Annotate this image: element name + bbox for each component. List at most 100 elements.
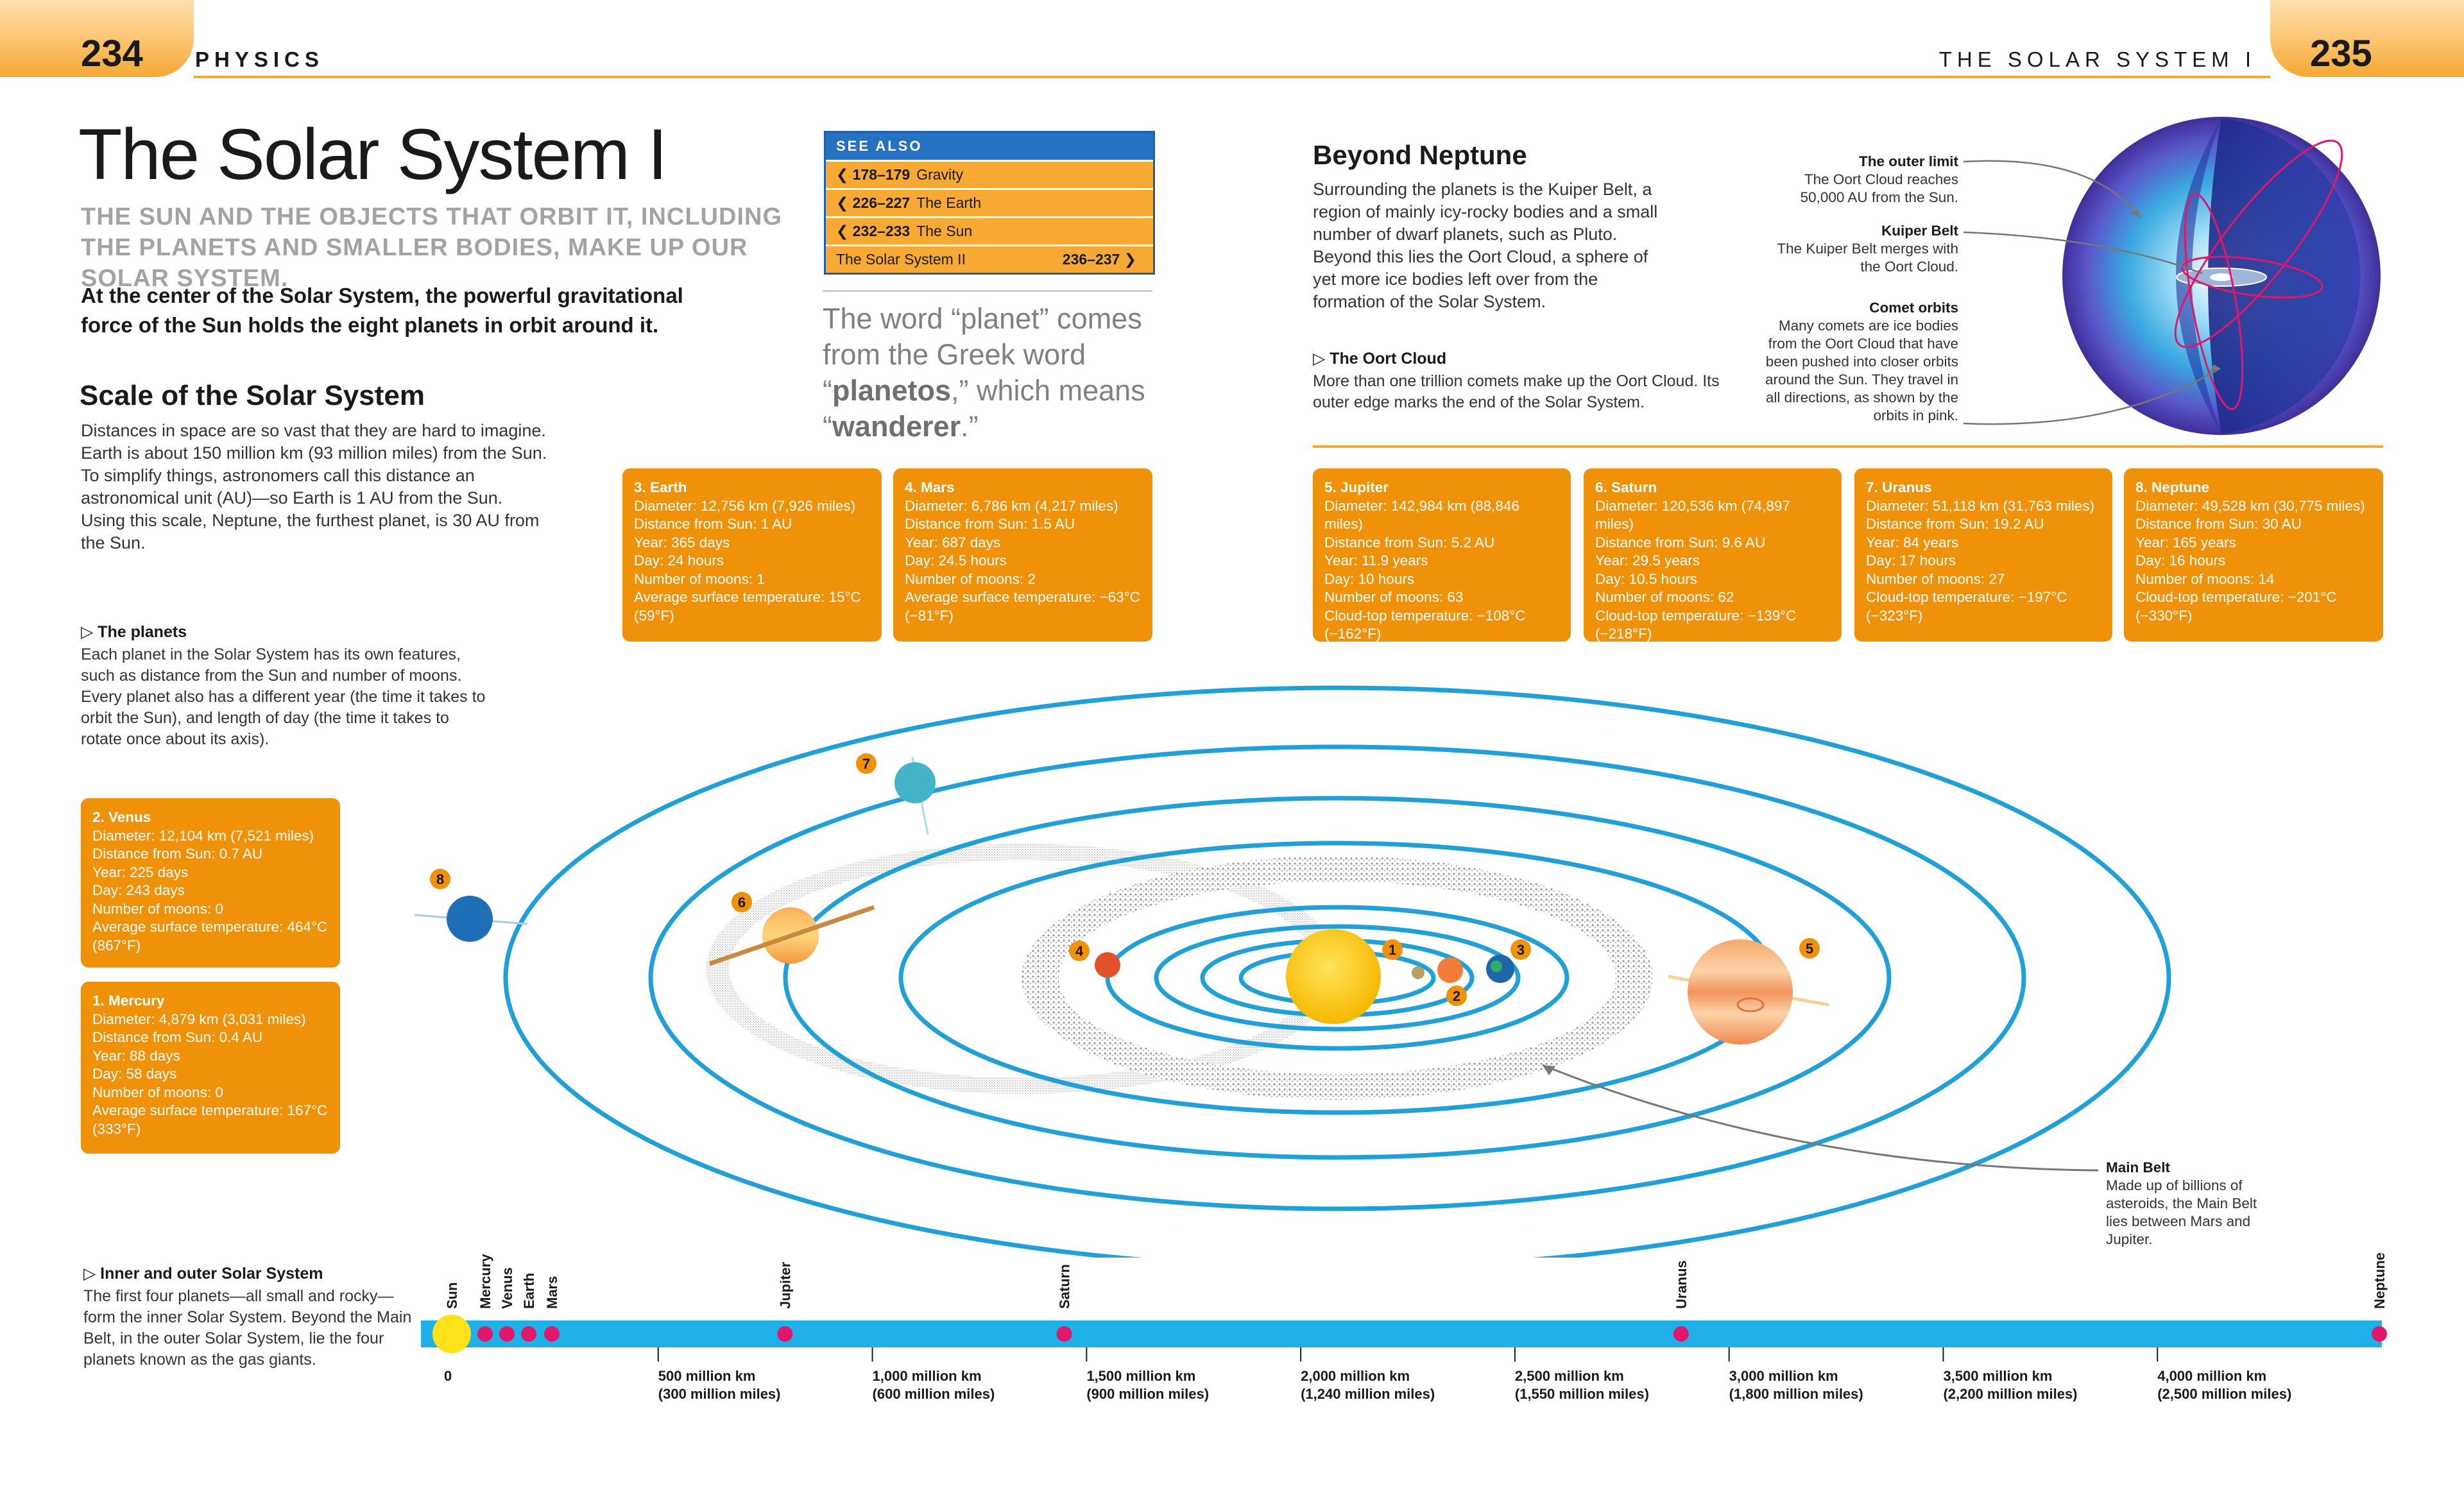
badge-label: 4 bbox=[1075, 943, 1084, 959]
planets-heading: ▷ The planets bbox=[81, 622, 187, 642]
card-line: Cloud-top temperature: −108°C bbox=[1324, 607, 1526, 624]
card-line: (−81°F) bbox=[905, 607, 954, 624]
card-line: Average surface temperature: 15°C bbox=[634, 589, 861, 605]
scale-tick-label-miles: (300 million miles) bbox=[658, 1386, 781, 1402]
triangle-icon: ▷ bbox=[1313, 350, 1330, 368]
card-line: Year: 225 days bbox=[92, 864, 189, 880]
card-line: Diameter: 4,879 km (3,031 miles) bbox=[92, 1011, 306, 1027]
card-line: Day: 58 days bbox=[92, 1066, 177, 1082]
comet-orbit bbox=[2184, 192, 2244, 411]
oort-cloud-text: More than one trillion comets make up th… bbox=[1313, 372, 1720, 411]
scale-dot-mars bbox=[544, 1326, 560, 1342]
planet-card-neptune: 8. Neptune Diameter: 49,528 km (30,775 m… bbox=[2124, 468, 2383, 642]
card-line: (867°F) bbox=[92, 937, 141, 953]
card-line: Number of moons: 14 bbox=[2135, 570, 2275, 587]
arrowhead bbox=[2130, 209, 2141, 218]
inner-outer-text: The first four planets—all small and roc… bbox=[83, 1287, 412, 1369]
card-line: Diameter: 51,118 km (31,763 miles) bbox=[1866, 497, 2094, 514]
card-line: (−162°F) bbox=[1324, 626, 1382, 642]
planet-earth-land bbox=[1491, 961, 1502, 972]
card-title: 5. Jupiter bbox=[1324, 479, 1389, 495]
card-line: Distance from Sun: 19.2 AU bbox=[1866, 516, 2044, 532]
badge-label: 6 bbox=[738, 894, 746, 910]
card-line: (−218°F) bbox=[1595, 626, 1652, 642]
scale-tick-label-miles: (1,800 million miles) bbox=[1729, 1386, 1863, 1402]
scale-text: Distances in space are so vast that they… bbox=[81, 421, 547, 552]
orbit-diagram: 1 2 3 4 5 6 7 8 bbox=[414, 685, 2171, 1258]
badge-4: 4 bbox=[1069, 941, 1090, 961]
card-line: Diameter: 142,984 km (88,846 miles) bbox=[1324, 497, 1519, 533]
scale-heading: Scale of the Solar System bbox=[80, 380, 425, 411]
annotation-text: The Kuiper Belt merges with the Oort Clo… bbox=[1777, 241, 1958, 275]
card-line: Cloud-top temperature: −197°C bbox=[1866, 589, 2067, 605]
annotation-text: Many comets are ice bodies from the Oort… bbox=[1765, 318, 1958, 423]
card-line: Day: 10.5 hours bbox=[1595, 570, 1697, 587]
saturn-orbit bbox=[783, 796, 1892, 1160]
card-title: 6. Saturn bbox=[1595, 479, 1657, 495]
page-title: The Solar System I bbox=[78, 114, 667, 194]
card-line: Number of moons: 2 bbox=[905, 570, 1036, 587]
badge-label: 2 bbox=[1453, 988, 1460, 1004]
quote-word-wanderer: wanderer bbox=[832, 410, 961, 443]
card-line: (−323°F) bbox=[1866, 607, 1923, 624]
card-line: Year: 88 days bbox=[92, 1047, 180, 1064]
oort-cloud-heading-label: The Oort Cloud bbox=[1330, 350, 1447, 368]
card-line: Number of moons: 27 bbox=[1866, 570, 2005, 587]
scale-label-saturn: Saturn bbox=[1057, 1264, 1073, 1309]
scale-tick-label-miles: (2,200 million miles) bbox=[1943, 1386, 2077, 1402]
card-line: Number of moons: 63 bbox=[1324, 589, 1464, 605]
badge-label: 7 bbox=[862, 756, 870, 772]
card-line: Cloud-top temperature: −201°C bbox=[2135, 589, 2337, 605]
planet-card-venus: 2. Venus Diameter: 12,104 km (7,521 mile… bbox=[81, 798, 340, 968]
planet-card-jupiter: 5. Jupiter Diameter: 142,984 km (88,846 … bbox=[1313, 468, 1571, 642]
main-belt-leader bbox=[1542, 1064, 2099, 1172]
annotation-title: Kuiper Belt bbox=[1881, 223, 1958, 239]
header-rule bbox=[194, 76, 2270, 78]
triangle-icon: ▷ bbox=[83, 1265, 101, 1283]
card-line: Number of moons: 1 bbox=[634, 570, 765, 587]
sun bbox=[1286, 929, 1381, 1024]
scale-dot-sun bbox=[432, 1315, 471, 1353]
card-line: Diameter: 12,756 km (7,926 miles) bbox=[634, 497, 856, 514]
scale-label-uranus: Uranus bbox=[1673, 1260, 1690, 1309]
arrowhead bbox=[2210, 364, 2220, 372]
neptune-orbit bbox=[503, 685, 2171, 1258]
badge-label: 5 bbox=[1806, 941, 1813, 957]
arrowhead bbox=[1543, 1065, 1555, 1075]
left-header-tab bbox=[0, 0, 194, 77]
see-also-pages: ❮ 232–233 bbox=[836, 223, 911, 239]
scale-tick-label-miles: (1,240 million miles) bbox=[1301, 1386, 1435, 1402]
scale-tick-label: 1,500 million km bbox=[1086, 1368, 1195, 1384]
scale-tick-label-miles: (600 million miles) bbox=[873, 1386, 995, 1402]
leader-line bbox=[1963, 367, 2221, 425]
card-line: Year: 84 years bbox=[1866, 534, 1959, 551]
scale-label-venus: Venus bbox=[499, 1267, 515, 1309]
comet-orbit bbox=[2181, 255, 2323, 299]
scale-tick-label: 4,000 million km bbox=[2157, 1368, 2266, 1384]
right-page-number: 235 bbox=[2310, 33, 2372, 74]
left-page-number: 234 bbox=[81, 33, 143, 74]
card-line: Day: 24.5 hours bbox=[905, 552, 1007, 568]
card-title: 3. Earth bbox=[634, 479, 687, 495]
quote-text: ,” which means “ bbox=[823, 374, 1145, 443]
badge-2: 2 bbox=[1446, 986, 1467, 1006]
card-line: Year: 29.5 years bbox=[1595, 552, 1700, 568]
oort-cloud-heading: ▷ The Oort Cloud bbox=[1313, 349, 1446, 368]
card-line: Year: 11.9 years bbox=[1324, 552, 1428, 568]
oort-cutaway bbox=[2176, 118, 2221, 434]
card-line: Year: 165 years bbox=[2135, 534, 2236, 551]
planet-card-mars: 4. Mars Diameter: 6,786 km (4,217 miles)… bbox=[893, 468, 1152, 642]
scale-tick-label: 2,500 million km bbox=[1515, 1368, 1624, 1384]
card-line: Average surface temperature: 167°C bbox=[92, 1102, 328, 1118]
badge-1: 1 bbox=[1382, 939, 1403, 960]
card-line: Distance from Sun: 5.2 AU bbox=[1324, 534, 1495, 551]
planets-text: Each planet in the Solar System has its … bbox=[81, 645, 486, 748]
saturn-ring bbox=[708, 905, 875, 966]
